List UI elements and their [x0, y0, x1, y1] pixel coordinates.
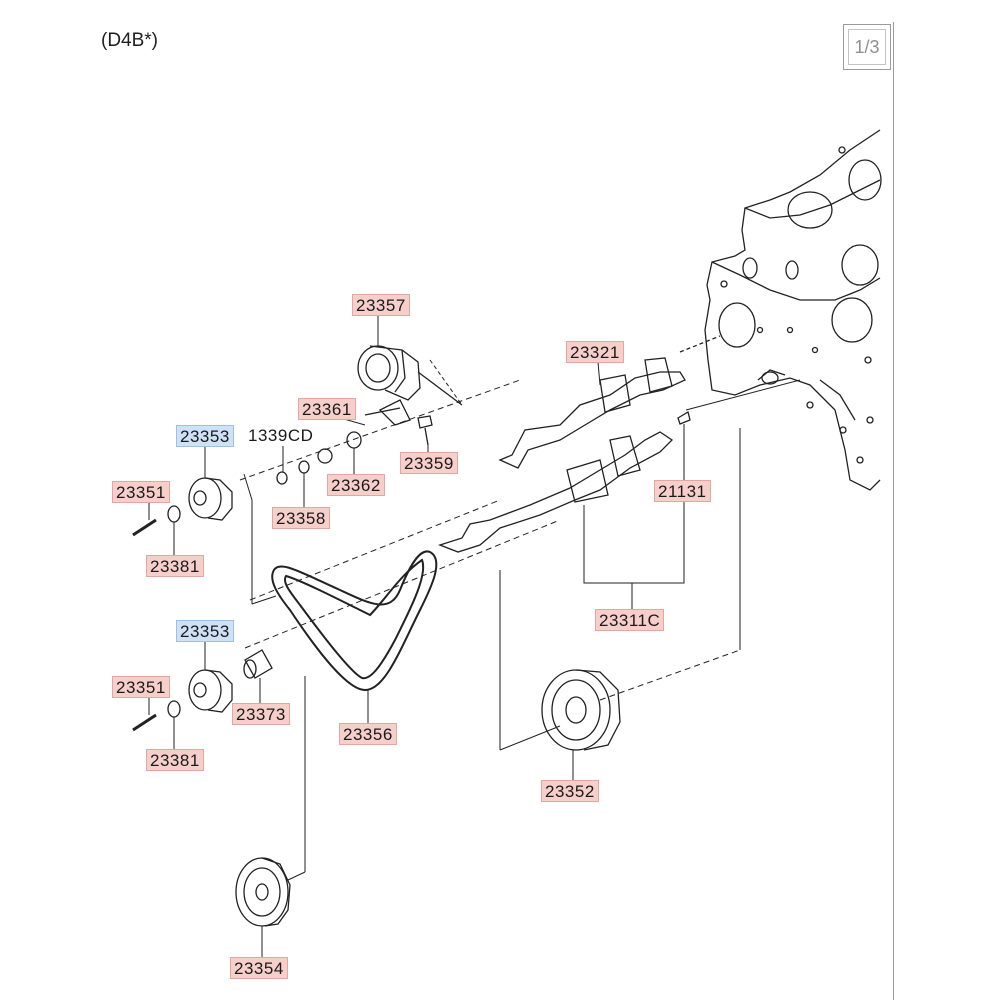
bolt-bottom	[132, 713, 157, 732]
dowel-pin	[677, 410, 691, 425]
callout-idler-top[interactable]: 23353	[176, 425, 234, 447]
engine-code-label: (D4B*)	[101, 30, 159, 51]
callout-tensioner-spring[interactable]: 23361	[298, 398, 356, 420]
spacer-sleeve	[243, 649, 273, 679]
callout-tensioner-bolt[interactable]: 23359	[400, 452, 458, 474]
crankshaft-sprocket	[235, 857, 291, 927]
callout-washer-top[interactable]: 23381	[146, 555, 204, 577]
callout-idler-bottom[interactable]: 23353	[176, 620, 234, 642]
idler-pulley-bottom	[188, 669, 233, 713]
callout-washer-bottom[interactable]: 23381	[146, 749, 204, 771]
bolt-top	[132, 518, 157, 537]
washer-bottom	[167, 700, 181, 718]
callout-nut[interactable]: 1339CD	[248, 426, 314, 445]
leader-lines	[148, 316, 801, 957]
callout-spacer[interactable]: 23373	[232, 703, 290, 725]
callout-bolt-top[interactable]: 23351	[112, 481, 170, 503]
callout-dowel-pin[interactable]: 21131	[654, 480, 711, 502]
callout-crankshaft-sprocket[interactable]: 23354	[230, 957, 288, 979]
idler-pulley-top	[188, 477, 233, 521]
page-indicator-box[interactable]: 1/3	[843, 24, 891, 70]
page-border-right	[893, 22, 894, 1000]
callout-timing-belt[interactable]: 23356	[339, 723, 397, 745]
page-indicator: 1/3	[848, 29, 886, 65]
camshaft-sprocket	[541, 669, 621, 751]
engine-block	[704, 129, 882, 491]
callout-camshaft-lower[interactable]: 23311C	[595, 609, 665, 631]
callout-washer-nut[interactable]: 23358	[272, 507, 330, 529]
washer-top	[167, 505, 181, 523]
callout-tensioner-nut[interactable]: 23362	[327, 474, 385, 496]
callout-camshaft-upper[interactable]: 23321	[566, 341, 624, 363]
tensioner-pulley	[357, 345, 463, 426]
camshaft-lower	[438, 431, 674, 553]
callout-tensioner-pulley[interactable]: 23357	[352, 294, 410, 316]
timing-belt	[271, 550, 438, 692]
camshaft-upper	[498, 335, 721, 469]
callout-bolt-bottom[interactable]: 23351	[112, 676, 170, 698]
callout-camshaft-sprocket[interactable]: 23352	[541, 780, 599, 802]
